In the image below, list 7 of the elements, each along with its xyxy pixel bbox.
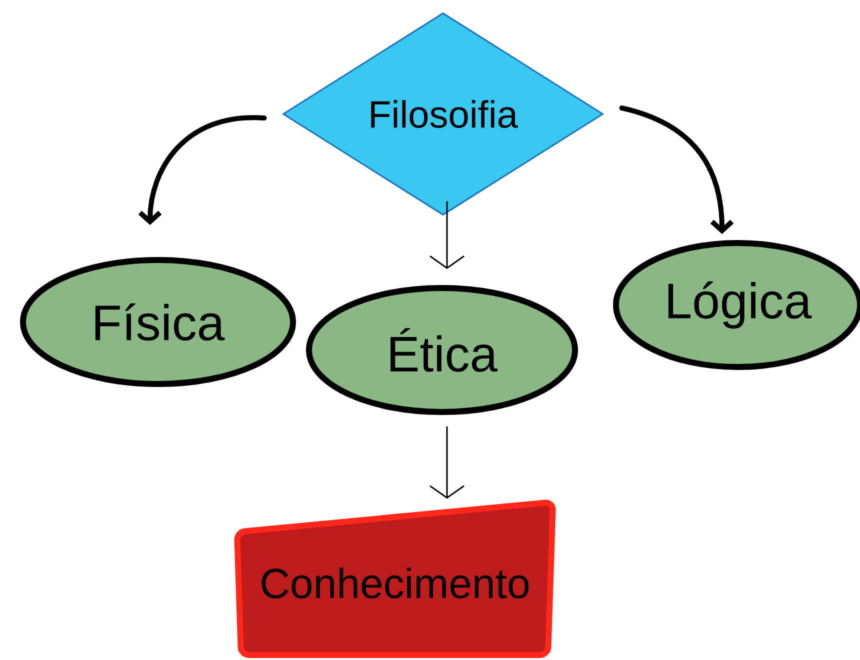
- ellipse-node: Ética: [306, 285, 578, 415]
- arrow: [619, 106, 734, 234]
- ellipse-node: Física: [20, 257, 296, 387]
- trapezoid-box: Conhecimento: [234, 500, 556, 658]
- ellipse-node: Lógica: [613, 240, 860, 370]
- arrow: [138, 115, 267, 225]
- arrow: [430, 426, 464, 499]
